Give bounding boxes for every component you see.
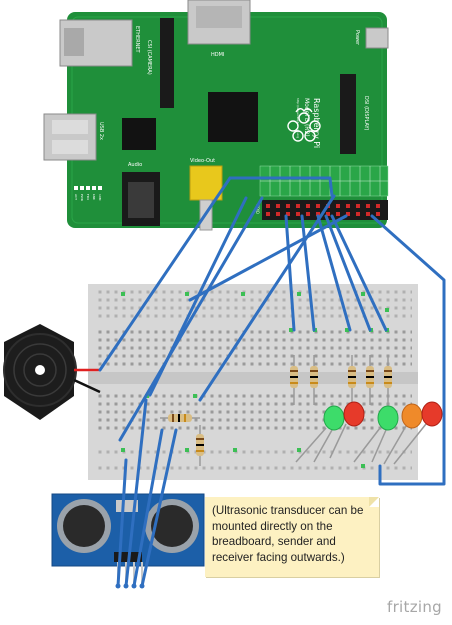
fritzing-watermark: fritzing: [387, 598, 442, 616]
led-label-1: ACT: [74, 194, 78, 200]
display-connector: [340, 74, 356, 154]
power-port: [365, 27, 389, 49]
led-orange: [383, 403, 423, 465]
soc-chip: [208, 92, 258, 142]
leds: [295, 401, 443, 465]
wire-led-2: [300, 214, 316, 332]
annotation-note: (Ultrasonic transducer can be mounted di…: [205, 497, 379, 577]
camera-label: CSI (CAMERA): [146, 40, 152, 75]
status-leds: [74, 186, 102, 190]
lan-chip: [122, 118, 156, 150]
resistor-3: [348, 355, 356, 405]
wire-ends: [115, 583, 145, 589]
camera-connector: [160, 18, 174, 108]
usb-label: USB 2x: [98, 122, 104, 140]
led-green-1: [295, 405, 345, 463]
board-url: http://www.raspberrypi.org: [296, 98, 300, 138]
led-label-2: PWR: [80, 194, 84, 201]
wire-buzzer: [98, 176, 232, 372]
note-fold-corner: [369, 497, 379, 507]
piezo-buzzer: [3, 324, 101, 420]
gpio-header: GPIO: [255, 165, 389, 220]
wire-sensor-2: [124, 398, 148, 588]
resistor-h: [160, 414, 200, 422]
board-title: Raspberry Pi: [312, 98, 321, 148]
ethernet-label: ETHERNET: [134, 26, 140, 54]
board-model: Model B (R2): [303, 98, 310, 137]
resistor-1: [290, 355, 298, 405]
note-text: (Ultrasonic transducer can be mounted di…: [212, 504, 364, 564]
resistor-4: [366, 355, 374, 405]
wire-trig: [118, 196, 264, 442]
resistor-2: [310, 355, 318, 405]
wire-ground: [370, 214, 446, 486]
gpio-label: GPIO: [255, 204, 260, 214]
resistor-5: [384, 355, 392, 405]
led-red-1: [329, 401, 365, 459]
wire-sensor-4: [140, 428, 178, 588]
video-out-jack: [189, 165, 223, 201]
led-label-5: 10M: [98, 194, 102, 201]
raspberry-pi-board: ETHERNET CSI (CAMERA) HDMI Power Raspber…: [43, 0, 389, 231]
led-red-2: [393, 401, 443, 465]
audio-label: Audio: [128, 162, 142, 168]
wire-led-3: [316, 214, 352, 332]
wire-led-1: [284, 214, 296, 332]
led-label-4: LNK: [92, 194, 96, 201]
wire-led-5: [330, 214, 388, 332]
video-label: Video-Out: [190, 158, 215, 164]
led-label-3: FDX: [86, 194, 90, 200]
wire-sensor-1: [116, 458, 128, 588]
hdmi-label: HDMI: [211, 52, 224, 58]
display-label: DSI (DISPLAY): [363, 96, 369, 131]
wire-gpio-bus: [228, 176, 334, 198]
wire-sensor-3: [132, 428, 164, 588]
jumper-wires: [98, 176, 446, 588]
wire-mid: [198, 194, 336, 402]
wire-5v: [188, 214, 348, 302]
wire-led-4: [324, 214, 372, 332]
raspberry-logo-icon: [287, 108, 321, 142]
breadboard-channel: [88, 372, 418, 384]
led-green-2: [353, 405, 399, 463]
resistor-v: [196, 425, 204, 466]
breadboard: [88, 284, 418, 480]
power-label: Power: [354, 30, 360, 46]
resistors: [160, 355, 392, 466]
